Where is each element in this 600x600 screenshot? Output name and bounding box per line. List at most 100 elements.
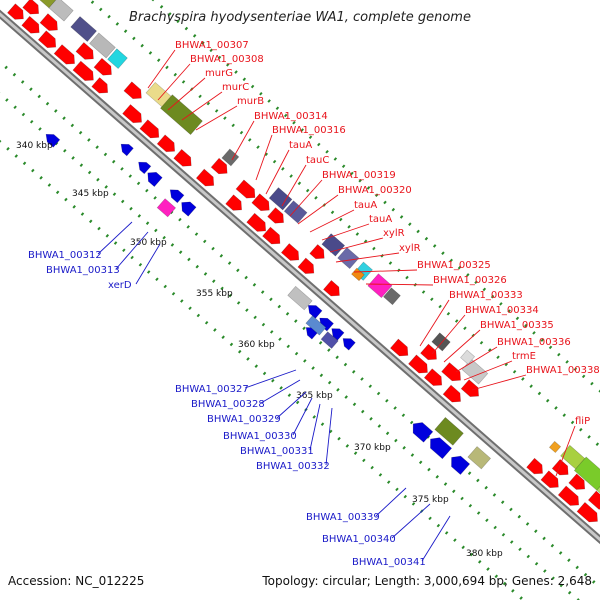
functional-gene-box [351,267,365,282]
forward-gene-label: murC [222,82,249,93]
reverse-leader-line [260,379,301,404]
forward-leader-line [265,149,290,195]
reverse-leader-line [276,391,307,419]
reverse-gene-label: BHWA1_00313 [46,265,120,276]
tick-label: 350 kbp [130,238,167,248]
forward-leader-line [463,360,513,381]
reverse-gene-box [467,446,492,470]
forward-gene-label: BHWA1_00316 [272,125,346,136]
forward-gene-label: fliP [575,416,590,427]
forward-gene-arrow [267,207,284,224]
forward-gene-arrow [309,244,325,260]
forward-gene-label: trmE [512,351,536,362]
functional-gene-box [337,247,360,270]
forward-gene-label: BHWA1_00308 [190,54,264,65]
forward-gene-arrow [262,226,281,245]
reverse-gene-label: BHWA1_00330 [223,431,297,442]
functional-gene-box [107,48,128,69]
forward-gene-arrow [297,257,315,274]
reverse-gene-arrow [181,201,197,217]
functional-gene-box [48,0,74,22]
tick-label: 365 kbp [296,391,333,401]
tick-label: 340 kbp [16,141,53,151]
accession-label: Accession: NC_012225 [8,574,145,588]
reverse-gene-label: BHWA1_00340 [322,534,396,545]
forward-gene-arrow [139,119,160,139]
reverse-gene-arrow [138,161,152,175]
forward-gene-arrow [441,362,461,382]
forward-gene-arrow [423,368,443,386]
backbone [0,9,600,545]
forward-gene-arrow [587,490,600,510]
reverse-gene-arrow [319,317,334,332]
forward-gene-arrow [22,0,40,15]
forward-leader-line [329,237,384,253]
forward-gene-label: BHWA1_00320 [338,185,412,196]
forward-gene-arrow [235,179,256,199]
functional-gene-box [268,187,293,211]
forward-gene-arrow [557,485,580,506]
reverse-gene-box [320,331,339,349]
reverse-gene-box [434,417,464,446]
forward-leader-line [309,209,355,233]
forward-leader-line [555,425,576,477]
forward-gene-arrow [195,168,215,187]
forward-leader-line [289,179,323,217]
forward-gene-arrow [7,3,24,20]
forward-gene-arrow [280,243,300,261]
forward-gene-arrow [408,354,428,374]
forward-gene-arrow [251,193,270,212]
tick-label: 380 kbp [466,549,503,559]
forward-leader-line [255,134,273,181]
forward-gene-label: murB [237,96,264,107]
forward-gene-label: BHWA1_00334 [465,305,539,316]
forward-gene-arrow [53,44,75,65]
forward-gene-label: xylR [399,243,421,254]
forward-leader-line [157,63,191,101]
forward-gene-arrow [576,501,598,523]
reverse-leader-line [375,487,407,517]
functional-gene-box [548,440,562,454]
forward-gene-arrow [122,104,142,124]
reverse-gene-label: BHWA1_00328 [191,399,265,410]
forward-leader-line [321,223,370,241]
forward-gene-arrow [39,13,58,31]
forward-leader-line [455,346,498,373]
reverse-gene-label: BHWA1_00339 [306,512,380,523]
forward-gene-arrow [37,30,57,49]
reverse-leader-line [325,407,333,466]
gc-dot-line [0,139,526,600]
reverse-gene-label: BHWA1_00341 [352,557,426,568]
functional-gene-box [283,200,308,224]
forward-leader-line [147,49,176,89]
forward-gene-label: xylR [383,228,405,239]
reverse-leader-line [97,221,133,255]
tick-label: 370 kbp [354,443,391,453]
reverse-gene-label: BHWA1_00312 [28,250,102,261]
forward-gene-arrow [540,470,559,489]
reverse-gene-box [287,285,313,311]
forward-gene-label: murG [205,68,233,79]
forward-gene-arrow [442,384,461,403]
forward-gene-arrow [210,157,228,175]
reverse-gene-label: BHWA1_00329 [207,414,281,425]
forward-leader-line [419,299,450,347]
forward-gene-labels: BHWA1_00307BHWA1_00308murGmurCmurBBHWA1_… [147,40,600,477]
reverse-gene-label: BHWA1_00327 [175,384,249,395]
reverse-gene-arrow [342,338,356,351]
forward-gene-arrow [526,457,543,475]
reverse-gene-arrow [412,422,434,443]
forward-gene-arrow [460,379,479,397]
forward-gene-arrow [551,458,569,476]
reverse-gene-arrow [430,437,453,460]
reverse-gene-label: BHWA1_00331 [240,446,314,457]
forward-gene-label: BHWA1_00338 [526,365,600,376]
forward-gene-arrow [323,280,340,297]
forward-leader-line [281,164,307,207]
reverse-gene-label: xerD [108,280,132,291]
functional-gene-box [383,287,401,306]
forward-leader-line [231,120,255,161]
tick-label: 360 kbp [238,340,275,350]
